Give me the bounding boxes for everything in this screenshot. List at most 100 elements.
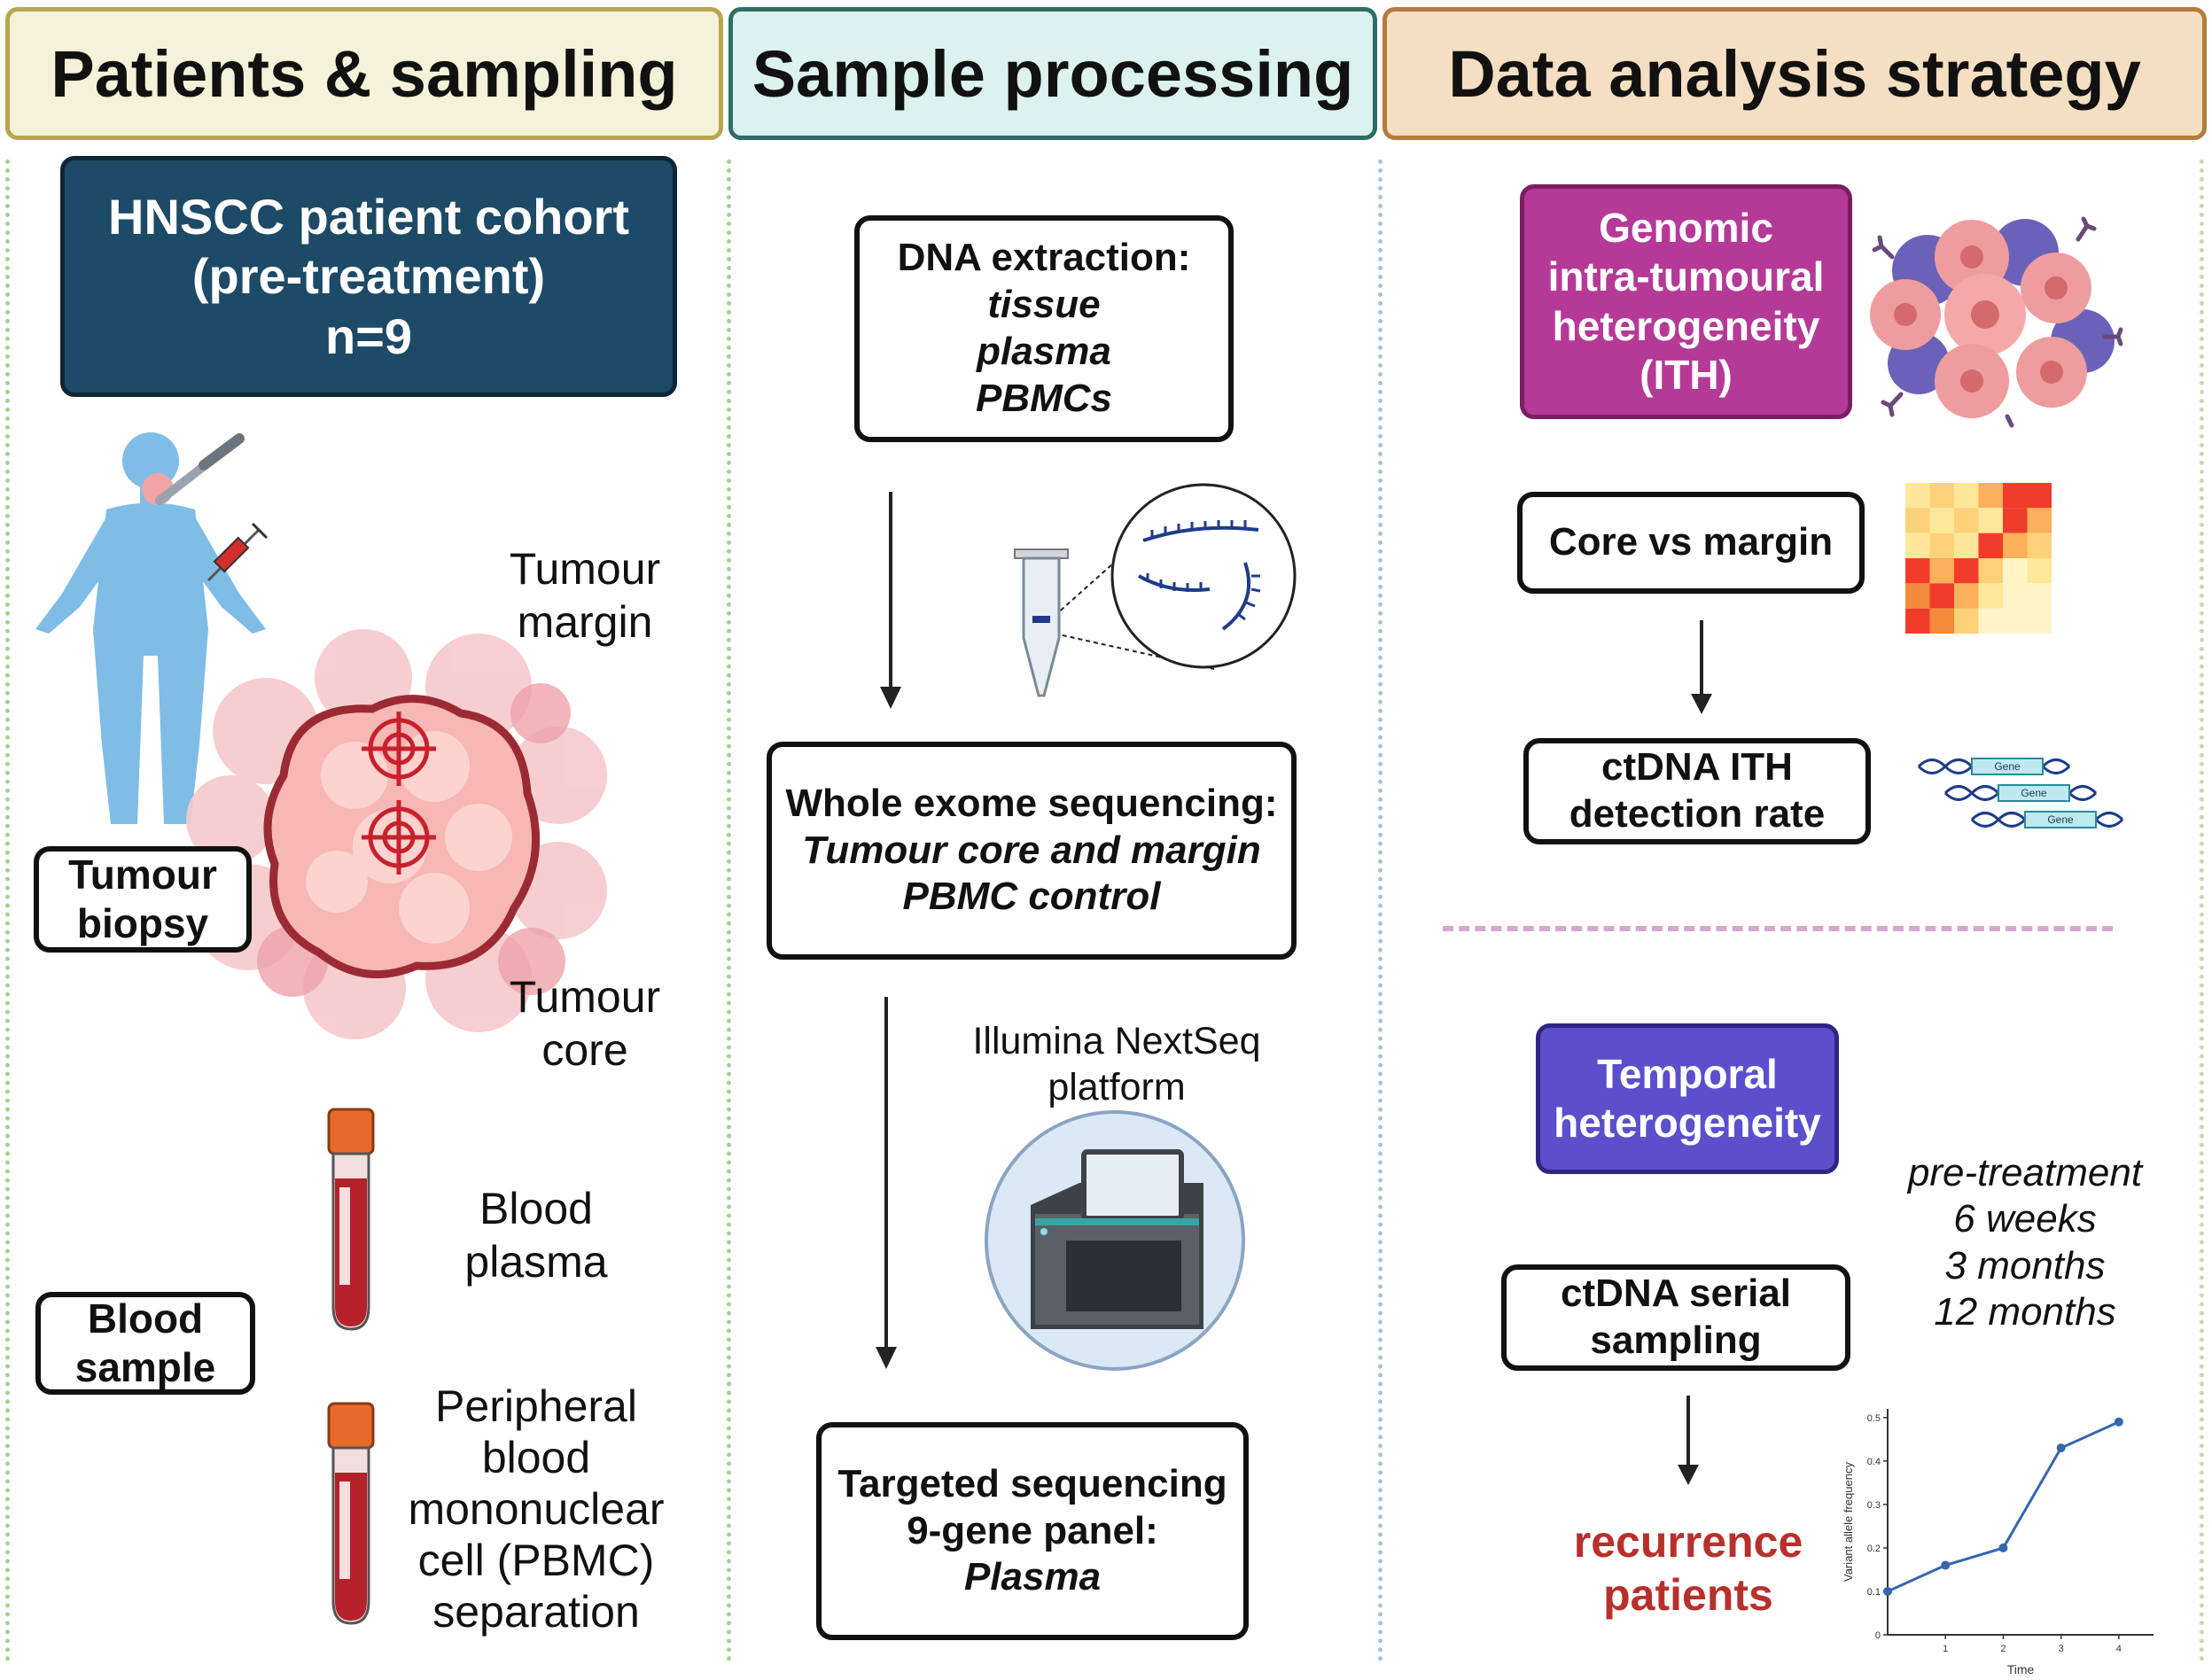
tumour-core-label: Tumour core [487,970,682,1077]
timepoint-6-weeks: 6 weeks [1953,1197,2097,1241]
wes-item-tumour: Tumour core and margin [802,828,1261,872]
cohort-box: HNSCC patient cohort (pre-treatment) n=9 [60,156,677,397]
arrow-serial-to-recurrence [1678,1396,1699,1485]
dna-extraction-box: DNA extraction: tissue plasma PBMCs [854,215,1234,442]
right-edge-divider [2200,159,2204,1662]
blood-plasma-line-2: plasma [464,1237,608,1287]
data-point [1998,1543,2008,1552]
ctdna-serial-line-1: ctDNA serial [1560,1272,1792,1316]
tumour-biopsy-line-2: biopsy [76,900,209,946]
ith-line-1: Genomic [1599,205,1773,252]
tumour-margin-line-2: margin [517,597,653,647]
tumour-core-line-1: Tumour [509,972,661,1022]
syringe-icon [206,522,269,582]
dna-item-pbmcs: PBMCs [975,376,1113,420]
header-sample-processing: Sample processing [728,7,1377,140]
tumour-margin-label: Tumour margin [483,542,687,649]
arrow-core-to-ctdna [1691,620,1712,714]
recurrence-line-1: recurrence [1573,1517,1803,1567]
column-divider-1 [727,159,731,1662]
recurrence-line-2: patients [1603,1570,1773,1620]
series-line [1887,1420,2120,1593]
y-tick-label: 0.1 [1867,1587,1881,1598]
core-vs-margin-label: Core vs margin [1548,520,1834,564]
tumour-margin-line-1: Tumour [509,544,661,594]
x-tick-label: 4 [2116,1644,2122,1654]
pbmc-line-3: mononuclear [408,1484,665,1534]
cohort-line-2: (pre-treatment) [191,248,546,305]
header-patients-label: Patients & sampling [51,36,678,111]
core-vs-margin-box: Core vs margin [1517,492,1865,594]
platform-label: Illumina NextSeq platform [962,1019,1272,1110]
targeted-line-2: 9-gene panel: [907,1508,1158,1552]
data-point [1941,1560,1951,1570]
targeted-line-1: Targeted sequencing [837,1461,1227,1505]
platform-line-2: platform [1048,1065,1186,1108]
pbmc-line-4: cell (PBMC) [417,1536,655,1585]
ctdna-ith-box: ctDNA ITH detection rate [1523,738,1871,844]
recurrence-label: recurrence patients [1560,1515,1817,1622]
temporal-line-2: heterogeneity [1554,1100,1821,1146]
column-divider-2 [1378,159,1382,1662]
ctdna-ith-line-1: ctDNA ITH [1601,745,1793,789]
blood-tube-plasma-icon [327,1108,375,1331]
wes-item-pbmc: PBMC control [902,875,1161,919]
patient-figure-icon [35,432,266,824]
timepoint-pre-treatment: pre-treatment [1907,1151,2143,1194]
dna-item-tissue: tissue [987,283,1101,327]
y-tick-label: 0.2 [1867,1544,1881,1554]
gene-label-1: Gene [1994,760,2021,773]
dna-extraction-title: DNA extraction: [897,236,1191,280]
scalpel-icon [155,433,245,505]
ctdna-ith-line-2: detection rate [1569,792,1826,836]
temporal-line-1: Temporal [1597,1050,1778,1097]
y-tick-label: 0 [1875,1630,1881,1641]
left-edge-divider [5,159,10,1662]
header-data-analysis: Data analysis strategy [1382,7,2207,140]
ctdna-serial-line-2: sampling [1590,1318,1762,1362]
ith-line-3: heterogeneity [1552,302,1820,349]
y-axis-label: Variant allele frequency [1842,1462,1855,1582]
blood-sample-box: Blood sample [35,1292,255,1395]
pbmc-line-2: blood [481,1433,591,1482]
data-point [2056,1443,2066,1453]
timepoints-list: pre-treatment 6 weeks 3 months 12 months [1883,1150,2167,1335]
cohort-line-3: n=9 [324,307,413,364]
timepoint-3-months: 3 months [1944,1243,2106,1287]
dna-tube-icon [1014,483,1297,697]
tumour-biopsy-line-1: Tumour [68,851,217,898]
y-tick-label: 0.3 [1867,1500,1881,1511]
x-tick-label: 1 [1943,1644,1948,1654]
arrow-dna-to-wes [880,492,901,709]
x-axis-label: Time [2007,1662,2035,1676]
dna-item-plasma: plasma [977,330,1111,373]
data-point [2114,1417,2123,1427]
pbmc-line-5: separation [432,1587,640,1637]
header-patients-sampling: Patients & sampling [5,7,723,140]
platform-line-1: Illumina NextSeq [972,1020,1261,1062]
y-tick-label: 0.5 [1867,1413,1881,1424]
heatmap-icon [1905,483,2052,634]
targeted-item-plasma: Plasma [963,1555,1102,1599]
ith-line-4: (ITH) [1640,351,1733,398]
blood-sample-line-2: sample [74,1344,216,1390]
blood-sample-line-1: Blood [87,1295,204,1342]
gene-label-3: Gene [2047,813,2074,826]
tumour-biopsy-box: Tumour biopsy [34,846,252,953]
wes-title: Whole exome sequencing: [785,781,1278,825]
blood-plasma-line-1: Blood [479,1184,593,1233]
targeted-seq-box: Targeted sequencing 9-gene panel: Plasma [816,1422,1249,1640]
header-analysis-label: Data analysis strategy [1448,36,2141,111]
tumour-core-line-2: core [541,1025,628,1075]
temporal-box: Temporal heterogeneity [1536,1023,1839,1174]
wes-box: Whole exome sequencing: Tumour core and … [767,742,1297,960]
data-point [1883,1586,1892,1596]
gene-dna-icon: Gene Gene Gene [1917,758,2124,828]
ith-line-2: intra-tumoural [1547,253,1825,300]
pbmc-label: Peripheral blood mononuclear cell (PBMC)… [390,1381,682,1637]
ith-box: Genomic intra-tumoural heterogeneity (IT… [1520,184,1852,419]
x-tick-label: 3 [2059,1644,2064,1654]
y-tick-label: 0.4 [1867,1457,1881,1467]
header-processing-label: Sample processing [752,36,1354,111]
